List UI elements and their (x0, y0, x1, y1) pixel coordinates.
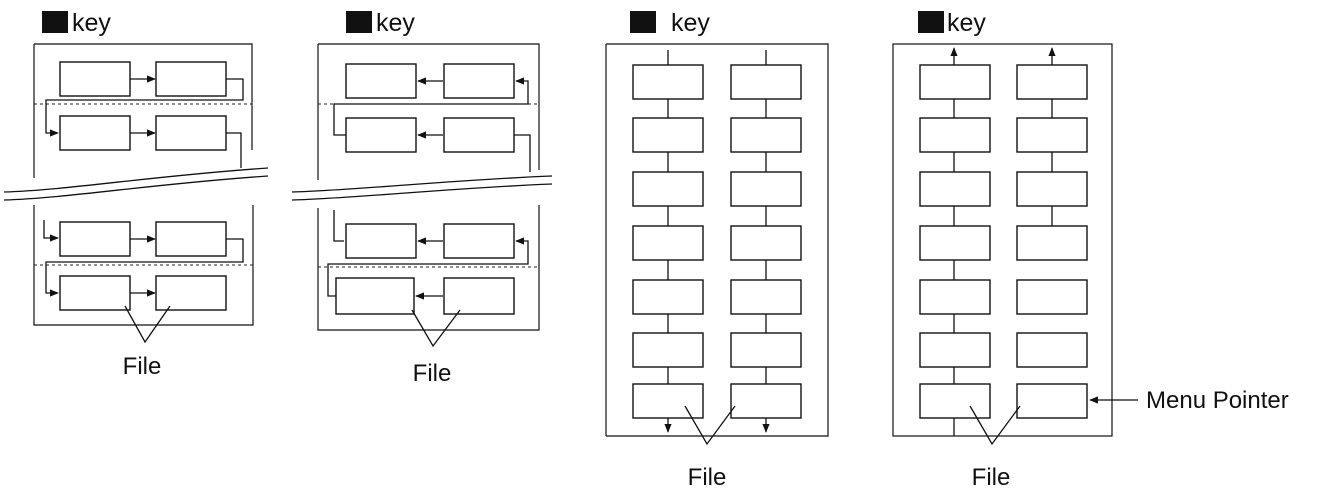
panel-left-key: key File (317, 9, 540, 387)
key-label-left: key (346, 9, 415, 37)
file-box (443, 277, 515, 315)
break-line (3, 167, 269, 193)
file-box (1016, 225, 1088, 261)
file-grid (919, 64, 1088, 419)
file-box (632, 225, 704, 261)
panel-frame-top (317, 43, 540, 180)
file-box (919, 171, 991, 207)
file-box (443, 63, 515, 99)
file-box (919, 332, 991, 368)
panel-frame (892, 43, 1113, 437)
file-box (345, 223, 417, 259)
down-arrow-key-icon (630, 11, 656, 33)
arrow (45, 78, 244, 137)
file-box (730, 332, 802, 368)
file-box (1016, 279, 1088, 315)
file-pointer (411, 309, 461, 348)
file-box (1016, 171, 1088, 207)
file-box (59, 275, 131, 311)
spacer (0, 196, 270, 197)
file-box (919, 64, 991, 100)
right-arrow-key-icon (42, 11, 68, 33)
arrow (327, 237, 529, 297)
file-box (632, 64, 704, 100)
file-box (1016, 64, 1088, 100)
key-text: key (947, 9, 986, 37)
file-box (919, 383, 991, 419)
file-box (632, 332, 704, 368)
file-box (730, 64, 802, 100)
file-box (730, 279, 802, 315)
key-text: key (671, 9, 710, 37)
panel-frame (606, 43, 829, 225)
file-label: File (123, 353, 162, 380)
file-box (443, 223, 515, 259)
file-box (155, 61, 227, 97)
break-line (3, 175, 269, 201)
file-box (730, 171, 802, 207)
file-box (335, 277, 415, 315)
file-box (1016, 332, 1088, 368)
file-box (155, 275, 227, 311)
file-pointer (124, 305, 171, 344)
menu-pointer-label: Menu Pointer (1146, 387, 1289, 414)
file-box (443, 117, 515, 153)
panel-frame-bottom (317, 205, 540, 331)
file-box (730, 225, 802, 261)
file-box (632, 117, 704, 153)
left-arrow-key-icon (346, 11, 372, 33)
file-box (632, 383, 704, 419)
arrow (333, 77, 529, 136)
panel-right-key: key File (33, 9, 254, 380)
file-label: File (688, 464, 727, 491)
panel-frame-top (33, 43, 253, 178)
arrow (45, 238, 244, 297)
file-box (730, 383, 802, 419)
file-box (155, 221, 227, 257)
file-box (1016, 117, 1088, 153)
key-text: key (72, 9, 111, 37)
key-label-down: key (630, 9, 710, 37)
file-box (155, 115, 227, 151)
panel-up-key: key Menu Pointer File (892, 9, 1289, 491)
file-box (59, 61, 131, 97)
up-arrow-key-icon (918, 11, 944, 33)
file-pointer (684, 405, 736, 446)
panel-frame (605, 44, 829, 437)
file-grid (632, 64, 802, 419)
file-pointer (969, 405, 1021, 446)
arrow (333, 210, 344, 242)
key-label-up: key (918, 9, 986, 37)
key-text: key (376, 9, 415, 37)
key-label-right: key (42, 9, 111, 37)
panel-down-key: key File (605, 9, 829, 491)
file-label: File (413, 360, 452, 387)
arrow (43, 220, 59, 242)
arrow (226, 132, 242, 168)
file-box (919, 279, 991, 315)
file-box (919, 117, 991, 153)
file-box (59, 221, 131, 257)
file-box (632, 171, 704, 207)
break-line (291, 175, 553, 193)
file-label: File (972, 464, 1011, 491)
file-box (59, 115, 131, 151)
file-box (345, 63, 417, 99)
break-line (291, 183, 553, 201)
file-box (1016, 383, 1088, 419)
break-lines (0, 167, 553, 201)
file-box (919, 225, 991, 261)
file-box (730, 117, 802, 153)
file-box (345, 117, 417, 153)
file-box (632, 279, 704, 315)
arrow (514, 134, 531, 172)
